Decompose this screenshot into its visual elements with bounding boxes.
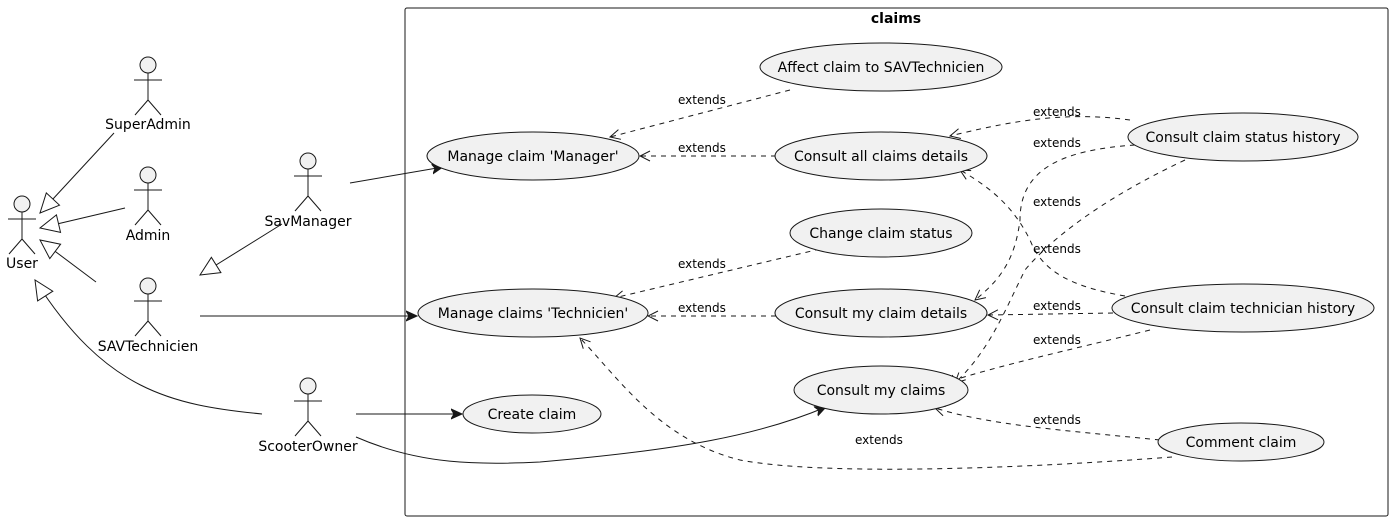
- association-edges: [200, 167, 826, 464]
- edge-techhist-to-mydetails: [988, 313, 1114, 315]
- use-case-label: Consult all claims details: [794, 149, 968, 165]
- use-case-create-claim[interactable]: Create claim: [462, 394, 602, 434]
- edge-savmanager-savtechnicien: [199, 223, 283, 276]
- use-case-label: Consult claim status history: [1146, 130, 1341, 146]
- use-case-comment-claim[interactable]: Comment claim: [1157, 422, 1325, 462]
- extends-label: extends: [1033, 195, 1081, 209]
- extends-labels: extends extends extends extends extends …: [678, 93, 1081, 447]
- edge-superadmin-user: [39, 132, 115, 214]
- use-case-consult-status-history[interactable]: Consult claim status history: [1127, 112, 1359, 162]
- edge-techhist-to-consultall: [960, 170, 1126, 297]
- use-case-label: Create claim: [488, 407, 577, 423]
- actor-superadmin[interactable]: SuperAdmin: [105, 56, 191, 133]
- extends-label: extends: [1033, 333, 1081, 347]
- edge-statushist-to-myclaims: [955, 159, 1186, 383]
- use-case-affect-claim[interactable]: Affect claim to SAVTechnicien: [759, 42, 1003, 92]
- extends-label: extends: [855, 433, 903, 447]
- use-case-consult-my-claim-details[interactable]: Consult my claim details: [774, 288, 988, 338]
- extends-label: extends: [678, 141, 726, 155]
- extends-label: extends: [1033, 105, 1081, 119]
- edge-scooterowner-user: [34, 279, 263, 415]
- extends-label: extends: [678, 93, 726, 107]
- extends-label: extends: [1033, 299, 1081, 313]
- edge-affect-to-manage-manager: [610, 89, 791, 137]
- use-case-label: Consult my claim details: [795, 306, 967, 322]
- use-case-manage-claim-manager[interactable]: Manage claim 'Manager': [426, 131, 640, 181]
- actor-admin[interactable]: Admin: [126, 166, 171, 244]
- edge-scooterowner-consult-my-claims: [355, 407, 826, 464]
- edge-statushist-to-consultall: [950, 116, 1131, 136]
- use-case-consult-my-claims[interactable]: Consult my claims: [793, 365, 969, 415]
- system-boundary: [404, 7, 1389, 517]
- extends-label: extends: [1033, 136, 1081, 150]
- extends-label: extends: [678, 301, 726, 315]
- actor-label: SavManager: [264, 214, 351, 230]
- use-case-label: Consult my claims: [817, 383, 946, 399]
- edge-savmanager-manage-manager: [349, 167, 443, 184]
- use-case-label: Comment claim: [1186, 435, 1297, 451]
- generalization-edges: [34, 132, 283, 415]
- actor-label: User: [6, 256, 38, 272]
- extends-label: extends: [678, 257, 726, 271]
- actor-label: ScooterOwner: [258, 439, 358, 455]
- edge-statushist-to-mydetails: [975, 144, 1136, 300]
- use-case-label: Affect claim to SAVTechnicien: [778, 60, 985, 76]
- use-case-label: Manage claims 'Technicien': [438, 306, 628, 322]
- actor-label: Admin: [126, 228, 171, 244]
- use-case-label: Manage claim 'Manager': [447, 149, 618, 165]
- actor-user[interactable]: User: [6, 195, 38, 272]
- use-case-consult-all-claims[interactable]: Consult all claims details: [774, 131, 988, 181]
- actor-label: SAVTechnicien: [98, 339, 199, 355]
- use-case-label: Consult claim technician history: [1131, 301, 1355, 317]
- actor-savtechnicien[interactable]: SAVTechnicien: [98, 277, 199, 355]
- actor-label: SuperAdmin: [105, 117, 191, 133]
- system-title: claims: [871, 11, 921, 27]
- use-case-manage-claims-technicien[interactable]: Manage claims 'Technicien': [417, 288, 649, 338]
- actor-scooterowner[interactable]: ScooterOwner: [258, 377, 358, 455]
- use-case-consult-technician-history[interactable]: Consult claim technician history: [1111, 283, 1375, 333]
- edge-comment-to-myclaims: [935, 408, 1161, 441]
- actor-savmanager[interactable]: SavManager: [264, 152, 352, 230]
- extends-label: extends: [1033, 242, 1081, 256]
- extends-edges: [580, 89, 1186, 470]
- edge-savtechnicien-user: [39, 239, 97, 283]
- use-case-change-status[interactable]: Change claim status: [789, 208, 973, 258]
- use-case-label: Change claim status: [809, 226, 952, 242]
- edge-admin-user: [38, 207, 126, 234]
- extends-label: extends: [1033, 413, 1081, 427]
